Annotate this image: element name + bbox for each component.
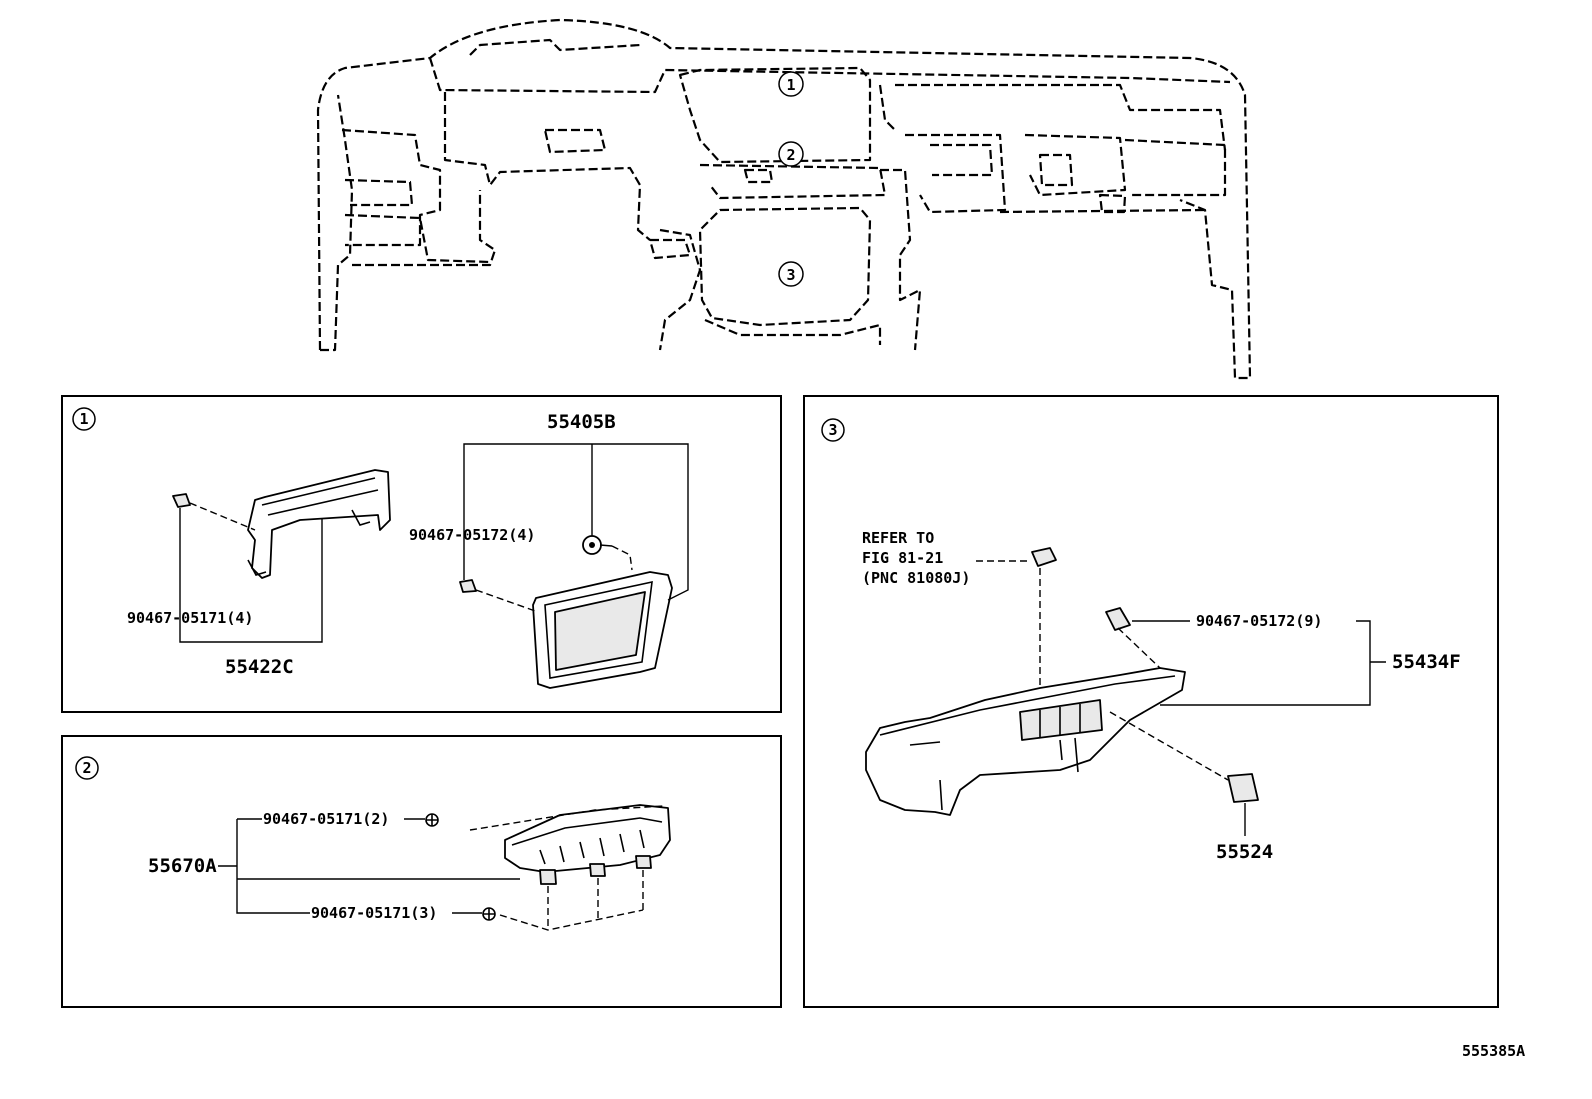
bracket-leader-55405b <box>463 443 689 601</box>
vent-bottom-dashed <box>499 870 644 931</box>
svg-text:3: 3 <box>828 421 837 439</box>
label-90467-05171-3: 90467-05171(3) <box>311 904 437 922</box>
leader-panel-to-cover <box>1109 711 1229 781</box>
leader-screw-to-display <box>611 545 633 571</box>
clip-lower-drawing <box>482 907 496 921</box>
label-55524: 55524 <box>1216 841 1273 863</box>
label-55434f: 55434F <box>1392 651 1461 673</box>
vent-55670a-drawing <box>504 804 671 885</box>
clip-upper-drawing <box>425 813 439 827</box>
svg-text:3: 3 <box>786 266 795 284</box>
clip-90467-05172-9-drawing <box>1105 607 1131 631</box>
panel-1-marker: 1 <box>72 407 96 431</box>
clip-90467-05172-drawing <box>459 579 477 593</box>
overview-marker-2: 2 <box>778 141 804 167</box>
refer-text-line1: REFER TO <box>862 529 934 547</box>
diagram-code: 555385A <box>1462 1042 1525 1060</box>
bracket-55422c-drawing <box>247 469 391 579</box>
bracket-leader-55670a <box>218 818 520 914</box>
dashboard-overview <box>316 18 1252 380</box>
refer-text-line2: FIG 81-21 <box>862 549 943 567</box>
leader-clip-to-display <box>475 589 539 613</box>
panel-2-frame <box>61 735 782 1008</box>
svg-text:2: 2 <box>82 759 91 777</box>
vent-top-dashed <box>469 805 665 831</box>
overview-marker-3: 3 <box>778 261 804 287</box>
switch-81080j-drawing <box>1031 547 1057 567</box>
panel-2-marker: 2 <box>75 756 99 780</box>
clip-90467-05171-drawing <box>172 493 191 508</box>
label-90467-05171-4: 90467-05171(4) <box>127 609 253 627</box>
label-90467-05172-4: 90467-05172(4) <box>409 526 535 544</box>
label-55670a: 55670A <box>148 855 217 877</box>
screw-drawing <box>582 535 613 555</box>
panel-55434f-drawing <box>865 667 1186 816</box>
refer-text-line3: (PNC 81080J) <box>862 569 970 587</box>
panel-3-frame <box>803 395 1499 1008</box>
panel-3-marker: 3 <box>821 418 845 442</box>
label-90467-05172-9: 90467-05172(9) <box>1196 612 1322 630</box>
label-55405b: 55405B <box>547 411 616 433</box>
cover-55524-drawing <box>1227 773 1259 803</box>
overview-marker-1: 1 <box>778 71 804 97</box>
svg-text:2: 2 <box>786 146 795 164</box>
leader-clip-to-bracket <box>189 502 256 531</box>
display-55405b-drawing <box>532 571 673 689</box>
panel-1-frame <box>61 395 782 713</box>
leader-clip-to-panel <box>1117 627 1161 669</box>
svg-text:1: 1 <box>786 76 795 94</box>
bracket-leader-55434f <box>1160 620 1386 706</box>
bracket-leader-55422c <box>179 508 323 643</box>
svg-text:1: 1 <box>79 410 88 428</box>
label-90467-05171-2: 90467-05171(2) <box>263 810 389 828</box>
label-55422c: 55422C <box>225 656 294 678</box>
